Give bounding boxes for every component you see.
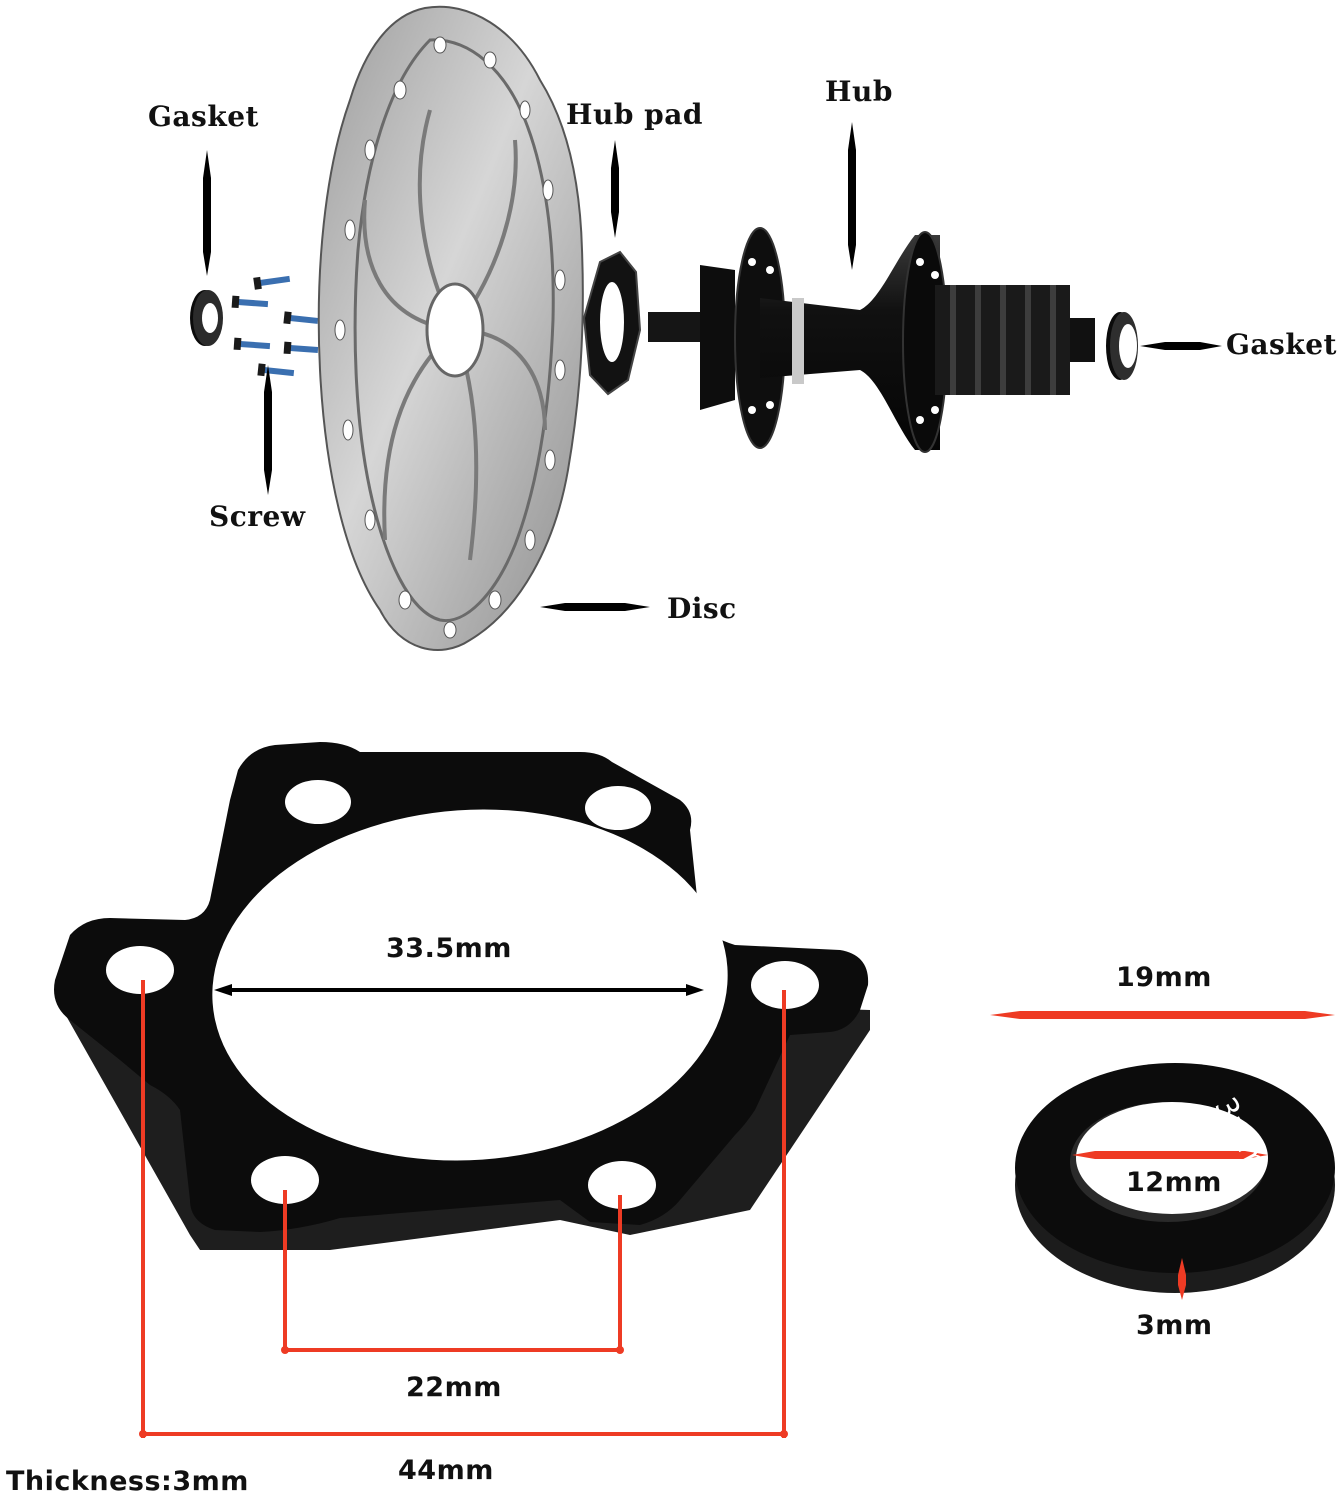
disc-rotor-part [317,5,584,651]
label-washer-outer: 19mm [1116,962,1212,993]
dim-22mm-line [283,1190,622,1352]
dim-inner-diameter-line [214,984,704,996]
label-bolt-spacing-long: 44mm [398,1455,494,1486]
leader-hub-pad [611,140,619,238]
label-hub-pad: Hub pad [566,98,703,131]
hub-part [648,227,1095,453]
leader-hub [848,122,856,270]
dim-19mm-line [990,1011,1335,1019]
washer-part [1015,1063,1335,1293]
leader-gasket-right [1140,342,1222,350]
adapter-plate [54,742,870,1250]
leader-screw [264,365,272,495]
leader-arrows [203,122,1222,611]
dim-44mm-line [141,980,786,1438]
hub-pad-part [582,250,642,396]
leader-gasket-left [203,150,211,276]
dim-44mm-ticks [139,1430,788,1438]
gasket-right-part [1106,312,1138,380]
label-gasket-right: Gasket [1226,328,1337,361]
label-thickness: Thickness:3mm [6,1466,249,1497]
label-inner-diameter: 33.5mm [386,933,512,964]
label-disc: Disc [667,592,737,625]
label-washer-thickness: 3mm [1136,1310,1213,1341]
leader-disc [540,603,650,611]
dim-12mm-line [1072,1151,1268,1159]
dim-22mm-ticks [281,1346,624,1354]
gasket-left-part [190,290,223,346]
label-hub: Hub [825,75,893,108]
label-washer-inner: 12mm [1126,1167,1222,1198]
label-screw: Screw [209,500,306,533]
label-gasket-left: Gasket [148,100,259,133]
screws-part [231,275,319,377]
label-bolt-spacing-short: 22mm [406,1372,502,1403]
dim-washer-thickness-line [1178,1258,1186,1300]
